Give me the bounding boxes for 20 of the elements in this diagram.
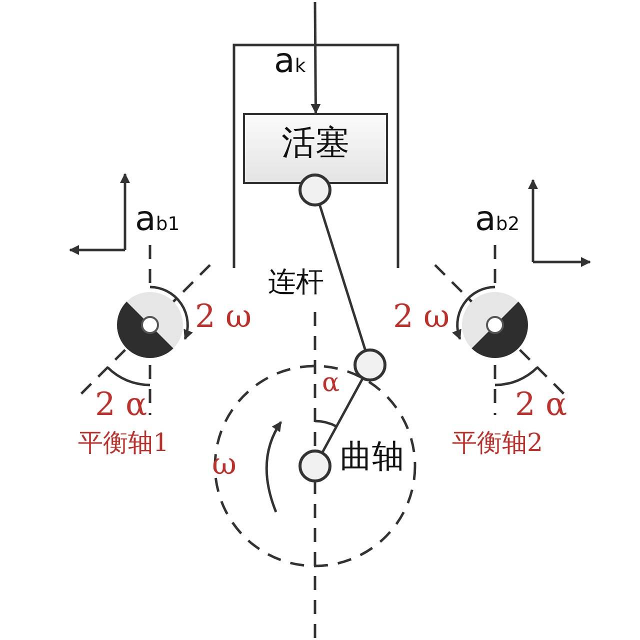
rod-label: 连杆 bbox=[268, 268, 324, 296]
shaft-label: 平衡轴1 bbox=[78, 430, 169, 455]
angle-label: 2 α bbox=[515, 388, 568, 420]
speed-label: 2 ω bbox=[393, 300, 450, 332]
balance-shaft bbox=[460, 290, 530, 360]
piston-label: 活塞 bbox=[282, 122, 350, 164]
piston-pin bbox=[298, 173, 332, 207]
crankshaft-journal bbox=[298, 449, 332, 483]
angle-label: α bbox=[322, 370, 340, 396]
balance-shaft bbox=[115, 290, 185, 360]
rod-line bbox=[321, 378, 364, 454]
speed-label: 2 ω bbox=[195, 300, 252, 332]
crank-pin bbox=[353, 348, 387, 382]
shaft-label: 平衡轴2 bbox=[452, 430, 543, 455]
piston-box bbox=[243, 113, 388, 184]
rod-line bbox=[318, 204, 367, 352]
part-label: 曲轴 bbox=[340, 440, 404, 472]
angle-label: 2 α bbox=[95, 388, 148, 420]
speed-label: ω bbox=[212, 450, 236, 480]
arrow bbox=[310, 2, 321, 114]
